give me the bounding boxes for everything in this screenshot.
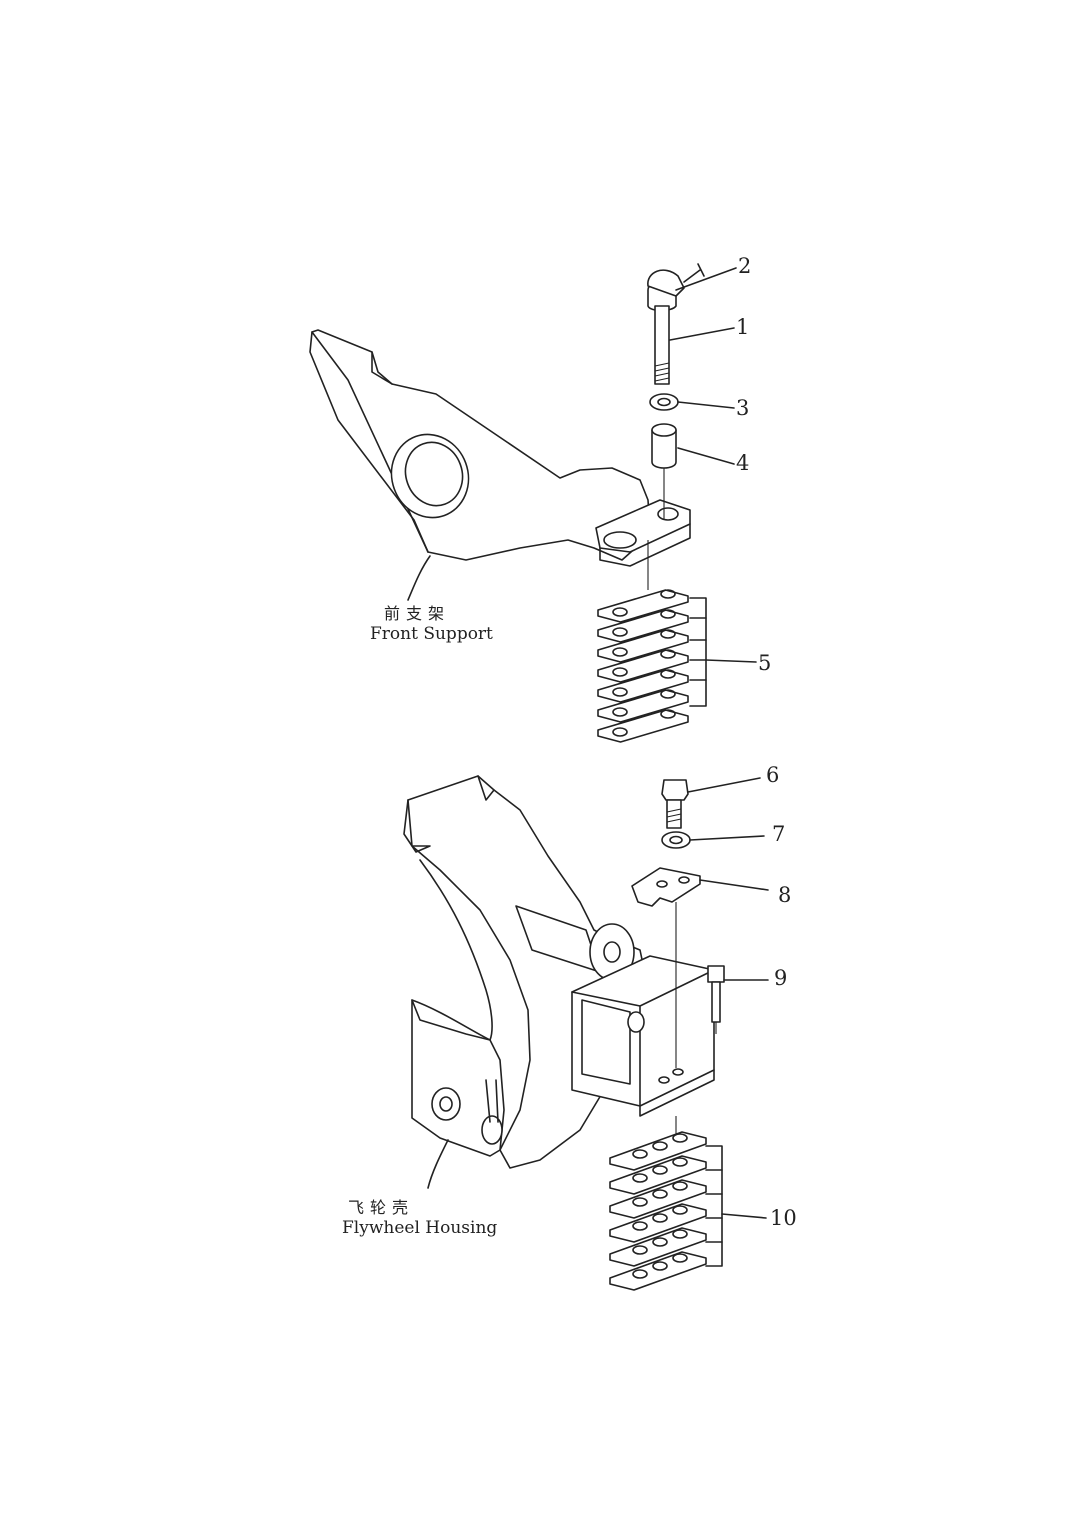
shim-plate xyxy=(609,1227,707,1267)
shim-plate xyxy=(609,1203,707,1243)
callout-4: 4 xyxy=(736,451,749,475)
shim-plate xyxy=(597,689,689,723)
washer-part-3 xyxy=(649,393,679,411)
front-support-caption-cn: 前支架 xyxy=(384,604,450,623)
callout-9: 9 xyxy=(774,966,787,990)
shim-plate xyxy=(597,609,689,643)
shim-stack-part-5 xyxy=(597,540,707,743)
washer-part-7 xyxy=(661,831,691,849)
callout-2: 2 xyxy=(738,254,751,278)
flywheel-housing-caption-en: Flywheel Housing xyxy=(342,1218,497,1238)
flywheel-housing-body xyxy=(403,775,715,1169)
front-support-bracket xyxy=(309,329,691,567)
shim-plate xyxy=(609,1179,707,1219)
callout-10: 10 xyxy=(770,1206,797,1230)
spacer-part-4 xyxy=(651,423,677,469)
callout-8: 8 xyxy=(778,883,791,907)
leader-lines-bottom xyxy=(427,777,769,1219)
callout-6: 6 xyxy=(766,763,779,787)
shim-plate xyxy=(597,589,689,623)
shim-plate xyxy=(597,669,689,703)
callout-1: 1 xyxy=(736,315,749,339)
callout-7: 7 xyxy=(772,822,785,846)
capscrew-part-9 xyxy=(707,965,725,1034)
shim-plate xyxy=(609,1131,707,1171)
leader-lines-top xyxy=(407,267,757,663)
grease-fitting-part-2 xyxy=(647,263,705,297)
shim-plate xyxy=(597,629,689,663)
shim-plate xyxy=(609,1251,707,1291)
shim-plate xyxy=(609,1155,707,1195)
shim-plate xyxy=(597,649,689,683)
callout-3: 3 xyxy=(736,396,749,420)
bolt-part-1 xyxy=(647,280,677,385)
shim-plate xyxy=(597,709,689,743)
callout-5: 5 xyxy=(758,651,771,675)
lock-plate-part-8 xyxy=(631,867,701,907)
flywheel-housing-caption-cn: 飞轮壳 xyxy=(348,1198,414,1217)
shim-stack-part-10 xyxy=(609,1131,723,1291)
bolt-part-6 xyxy=(661,779,689,829)
front-support-caption-en: Front Support xyxy=(370,624,493,644)
